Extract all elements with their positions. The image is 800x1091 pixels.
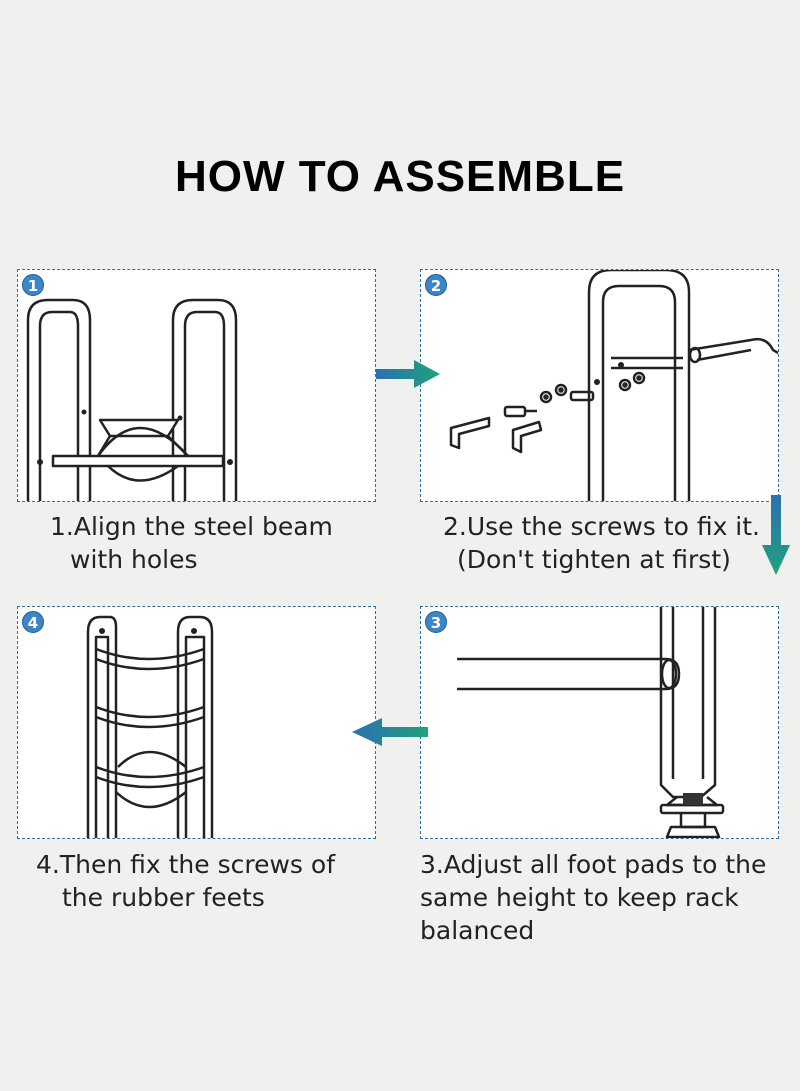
step-2-illustration — [449, 270, 778, 501]
step-3-panel: 3 — [420, 606, 779, 839]
step-3-caption-line-1: 3.Adjust all foot pads to the — [420, 850, 767, 879]
step-3-caption: 3.Adjust all foot pads to the same heigh… — [420, 848, 766, 947]
arrow-down-icon — [762, 495, 790, 575]
step-2-caption-line-2: (Don't tighten at first) — [457, 545, 731, 574]
step-1-caption: 1.Align the steel beam with holes — [50, 510, 333, 576]
step-2-caption: 2.Use the screws to fix it. (Don't tight… — [443, 510, 760, 576]
arrow-right-icon — [376, 360, 440, 388]
step-3-caption-line-3: balanced — [420, 916, 535, 945]
step-4-badge: 4 — [22, 611, 44, 633]
step-1-panel: 1 — [17, 269, 376, 502]
step-3-illustration — [457, 607, 725, 838]
step-4-caption-line-2: the rubber feets — [62, 883, 265, 912]
step-1-caption-line-2: with holes — [70, 545, 198, 574]
arrow-left-icon — [352, 718, 428, 746]
step-1-illustration — [26, 298, 238, 501]
step-2-badge: 2 — [425, 274, 447, 296]
step-2-panel: 2 — [420, 269, 779, 502]
step-4-caption: 4.Then fix the screws of the rubber feet… — [36, 848, 335, 914]
step-3-caption-line-2: same height to keep rack — [420, 883, 739, 912]
step-4-panel: 4 — [17, 606, 376, 839]
step-4-caption-line-1: 4.Then fix the screws of — [36, 850, 335, 879]
step-1-caption-line-1: 1.Align the steel beam — [50, 512, 333, 541]
step-1-badge: 1 — [22, 274, 44, 296]
step-4-illustration — [86, 615, 214, 838]
page-title: HOW TO ASSEMBLE — [174, 152, 626, 201]
step-3-badge: 3 — [425, 611, 447, 633]
step-2-caption-line-1: 2.Use the screws to fix it. — [443, 512, 761, 541]
